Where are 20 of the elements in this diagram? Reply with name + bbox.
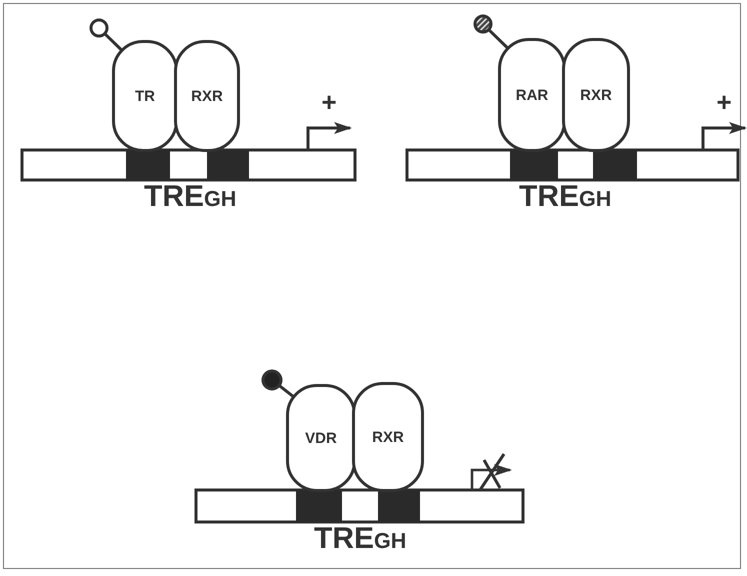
receptor-shape <box>286 384 356 492</box>
ligand-stalk <box>488 29 509 50</box>
ligand-circle <box>261 369 283 391</box>
receptor-shape <box>498 38 566 152</box>
receptor-label: VDR <box>305 430 337 446</box>
ligand-circle <box>89 18 109 38</box>
receptor-shape <box>352 382 424 492</box>
plus-sign: + <box>322 88 337 117</box>
ligand-stalk <box>104 33 123 52</box>
receptor-label: RXR <box>580 86 612 104</box>
ligand-stalk <box>278 384 294 398</box>
receptor-label: RXR <box>191 88 223 104</box>
receptor-label: RXR <box>372 428 404 446</box>
receptor-label: TR <box>135 88 155 104</box>
receptor-label: RAR <box>516 86 548 104</box>
receptor-shape <box>112 40 178 152</box>
receptor-shape <box>562 38 630 152</box>
ligand-circle <box>473 14 493 34</box>
plus-sign: + <box>716 88 732 117</box>
receptor-shape <box>174 40 240 152</box>
